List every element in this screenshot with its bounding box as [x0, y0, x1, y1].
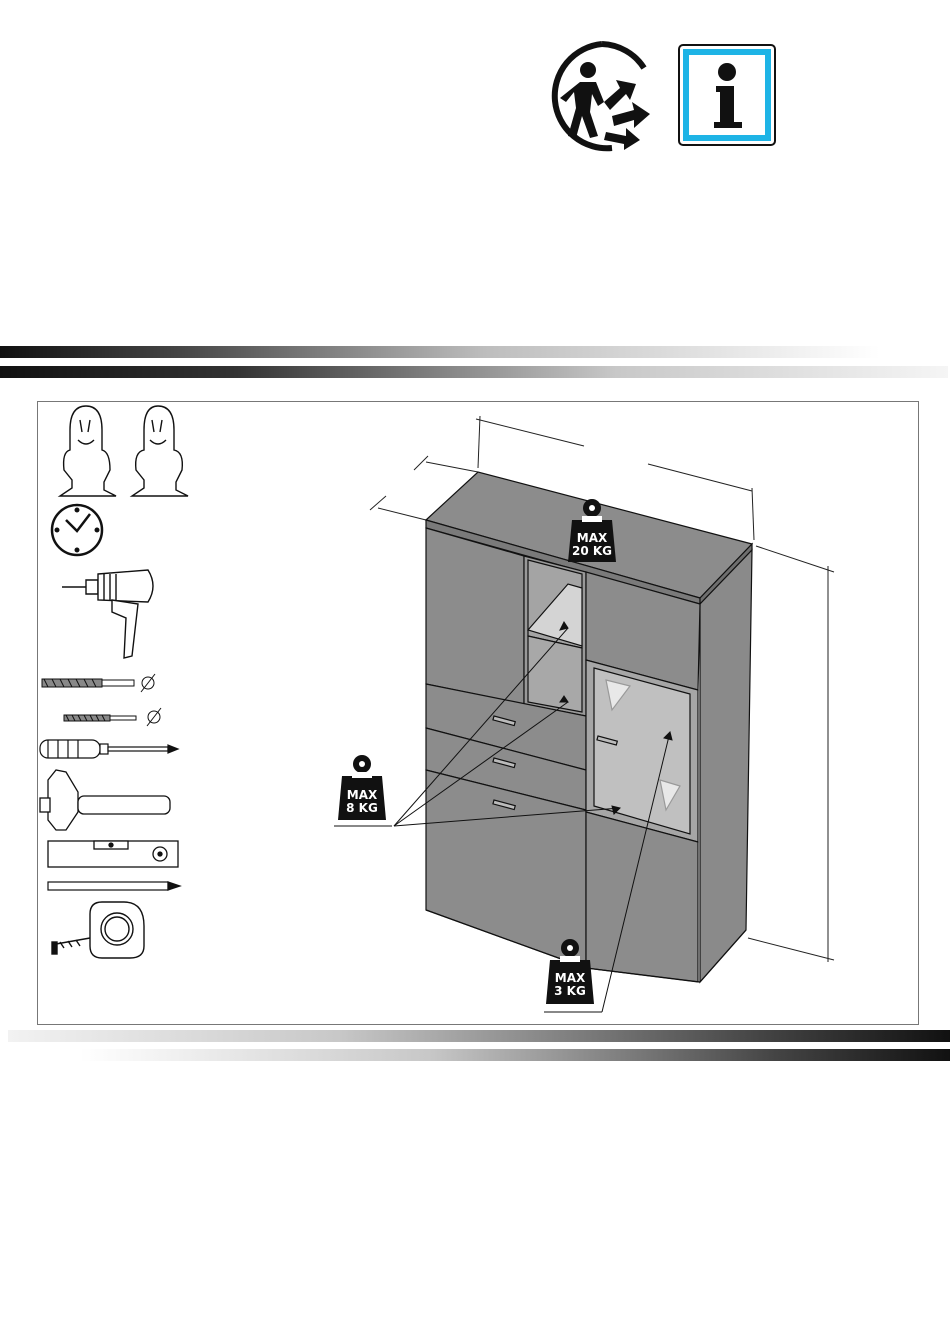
drill-bit-large-icon: [42, 674, 155, 692]
clock-icon: [52, 505, 102, 555]
hammer-icon: [40, 770, 170, 830]
weight-shelf-line2: 8 KG: [336, 802, 388, 814]
weight-shelf-line1: MAX: [340, 789, 384, 801]
screwdriver-icon: [40, 740, 178, 758]
weight-bottom-line2: 3 KG: [544, 985, 596, 997]
weight-top-line1: MAX: [570, 532, 614, 544]
drill-bit-small-icon: [64, 708, 161, 726]
spirit-level-icon: [48, 841, 178, 867]
weight-top-line2: 20 KG: [566, 545, 618, 557]
drill-icon: [62, 570, 153, 658]
tape-measure-icon: [52, 902, 144, 958]
weight-bottom-line1: MAX: [548, 972, 592, 984]
pencil-icon: [48, 882, 180, 890]
two-person-icon: [60, 406, 188, 496]
